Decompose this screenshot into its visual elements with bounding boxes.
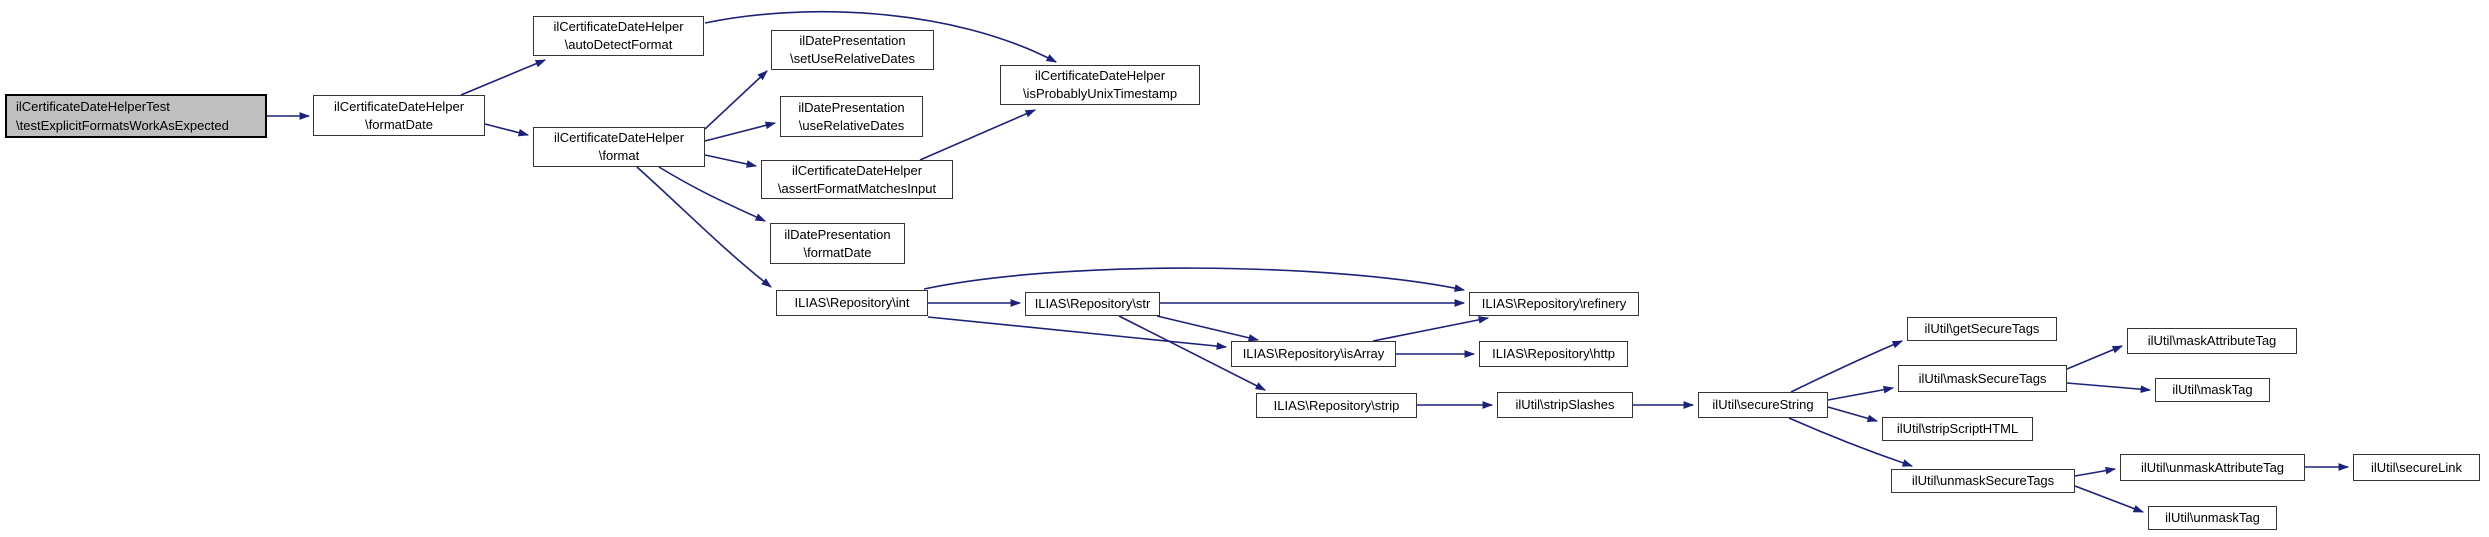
node-label-line: ILIAS\Repository\refinery <box>1481 296 1627 311</box>
graph-node-il-date-presentation-format-date[interactable]: ilDatePresentation \formatDate <box>770 223 905 264</box>
edge-maskSecureTags-to-maskTag <box>2066 382 2152 394</box>
node-label-line: ilUtil\secureLink <box>2370 459 2463 475</box>
node-label-line: ilDatePresentation <box>784 226 891 242</box>
node-label-line: ILIAS\Repository\int <box>794 295 910 310</box>
node-label-line: ILIAS\Repository\http <box>1492 346 1615 361</box>
node-label-line: ilUtil\unmaskTag <box>2165 510 2260 525</box>
edge-assertFormatMatchesInput-to-isProbablyUnixTimestamp <box>919 109 1037 161</box>
graph-node-strip-script-html[interactable]: ilUtil\stripScriptHTML <box>1882 417 2033 441</box>
graph-node-repository-http[interactable]: ILIAS\Repository\http <box>1479 341 1628 367</box>
graph-node-strip-slashes[interactable]: ilUtil\stripSlashes <box>1497 392 1633 418</box>
edge-unmaskSecureTags-to-unmaskTag <box>2074 485 2145 513</box>
node-label-line: \formatDate <box>803 244 872 260</box>
node-label-line: ilCertificateDateHelper <box>791 162 923 178</box>
graph-node-unmask-attribute-tag[interactable]: ilUtil\unmaskAttributeTag <box>2120 454 2305 481</box>
graph-node-assert-format-matches-input[interactable]: ilCertificateDateHelper \assertFormatMat… <box>761 160 953 199</box>
edge-secureString-to-maskSecureTags <box>1827 385 1895 401</box>
graph-node-repository-is-array[interactable]: ILIAS\Repository\isArray <box>1231 341 1396 367</box>
edge-autoDetectFormat-to-isProbablyUnixTimestamp <box>704 10 1057 63</box>
edge-secureString-to-stripScriptHTML <box>1827 406 1879 423</box>
edge-format-to-useRelativeDates <box>704 121 777 142</box>
graph-node-format-date[interactable]: ilCertificateDateHelper \formatDate <box>313 95 485 136</box>
edge-format-to-ilDatePresentation-formatDate <box>658 166 766 222</box>
graph-node-auto-detect-format[interactable]: ilCertificateDateHelper \autoDetectForma… <box>533 16 704 56</box>
node-label-line: ilCertificateDateHelper <box>1034 68 1166 83</box>
edge-format-to-assertFormatMatchesInput <box>704 154 758 168</box>
graph-node-is-probably-unix-timestamp[interactable]: ilCertificateDateHelper \isProbablyUnixT… <box>1000 65 1200 105</box>
edge-formatDate-to-format <box>484 123 530 137</box>
edge-int-to-isArray <box>927 316 1228 350</box>
node-label-line: ILIAS\Repository\strip <box>1273 397 1400 413</box>
node-label-line: ilUtil\stripSlashes <box>1515 397 1615 412</box>
edge-isArray-to-refinery <box>1372 316 1490 342</box>
graph-node-secure-string[interactable]: ilUtil\secureString <box>1698 392 1828 418</box>
graph-node-repository-strip[interactable]: ILIAS\Repository\strip <box>1256 393 1417 418</box>
edge-secureString-to-unmaskSecureTags <box>1788 417 1914 467</box>
node-label-line: ilUtil\maskAttributeTag <box>2147 333 2277 348</box>
edge-str-to-isArray <box>1156 315 1260 342</box>
graph-node-unmask-secure-tags[interactable]: ilUtil\unmaskSecureTags <box>1891 469 2075 493</box>
node-label-line: ilCertificateDateHelper <box>553 130 685 145</box>
node-label-line: \setUseRelativeDates <box>790 51 915 66</box>
node-label-line: ilCertificateDateHelper <box>333 98 465 114</box>
graph-node-get-secure-tags[interactable]: ilUtil\getSecureTags <box>1907 317 2057 341</box>
edge-formatDate-to-autoDetectFormat <box>460 59 547 96</box>
edge-int-to-refinery <box>923 267 1466 292</box>
graph-node-repository-refinery[interactable]: ILIAS\Repository\refinery <box>1469 292 1639 316</box>
graph-node-format[interactable]: ilCertificateDateHelper \format <box>533 127 705 167</box>
node-label-line: ilUtil\getSecureTags <box>1924 321 2040 336</box>
node-label-line: ilCertificateDateHelper <box>553 19 684 34</box>
graph-node-repository-str[interactable]: ILIAS\Repository\str <box>1025 292 1160 316</box>
edge-secureString-to-getSecureTags <box>1790 340 1904 393</box>
node-label-line: ilDatePresentation <box>799 33 906 48</box>
graph-node-unmask-tag[interactable]: ilUtil\unmaskTag <box>2148 506 2277 530</box>
graph-node-repository-int[interactable]: ILIAS\Repository\int <box>776 290 928 316</box>
node-label-line: \testExplicitFormatsWorkAsExpected <box>16 118 229 133</box>
node-label-line: ilUtil\maskSecureTags <box>1918 370 2047 386</box>
graph-node-test-explicit-formats-work-as-expected[interactable]: ilCertificateDateHelperTest \testExplici… <box>5 94 267 138</box>
node-label-line: ilUtil\unmaskSecureTags <box>1911 473 2055 488</box>
node-label-line: \format <box>598 148 640 163</box>
edge-unmaskSecureTags-to-unmaskAttributeTag <box>2074 466 2117 477</box>
edge-format-to-setUseRelativeDates <box>704 70 768 130</box>
graph-node-mask-tag[interactable]: ilUtil\maskTag <box>2155 378 2270 402</box>
node-label-line: ilDatePresentation <box>798 99 905 115</box>
node-label-line: \useRelativeDates <box>798 117 905 133</box>
node-label-line: \isProbablyUnixTimestamp <box>1022 86 1178 101</box>
graph-node-use-relative-dates[interactable]: ilDatePresentation \useRelativeDates <box>780 96 923 137</box>
edge-format-to-repository-int <box>636 166 772 288</box>
graph-node-mask-attribute-tag[interactable]: ilUtil\maskAttributeTag <box>2127 328 2297 354</box>
node-label-line: ilCertificateDateHelperTest <box>16 99 170 114</box>
node-label-line: ilUtil\maskTag <box>2172 382 2253 397</box>
edge-maskSecureTags-to-maskAttributeTag <box>2066 345 2124 370</box>
edge-str-to-strip <box>1118 315 1266 391</box>
graph-node-set-use-relative-dates[interactable]: ilDatePresentation \setUseRelativeDates <box>771 30 934 70</box>
node-label-line: \assertFormatMatchesInput <box>777 180 937 196</box>
node-label-line: ilUtil\unmaskAttributeTag <box>2140 459 2285 475</box>
node-label-line: ilUtil\secureString <box>1712 397 1814 412</box>
node-label-line: \formatDate <box>365 116 433 132</box>
node-label-line: ILIAS\Repository\isArray <box>1242 346 1385 361</box>
graph-node-mask-secure-tags[interactable]: ilUtil\maskSecureTags <box>1898 365 2067 392</box>
node-label-line: ILIAS\Repository\str <box>1034 296 1151 311</box>
graph-node-secure-link[interactable]: ilUtil\secureLink <box>2353 454 2480 481</box>
node-label-line: ilUtil\stripScriptHTML <box>1896 421 2019 436</box>
node-label-line: \autoDetectFormat <box>564 37 673 52</box>
